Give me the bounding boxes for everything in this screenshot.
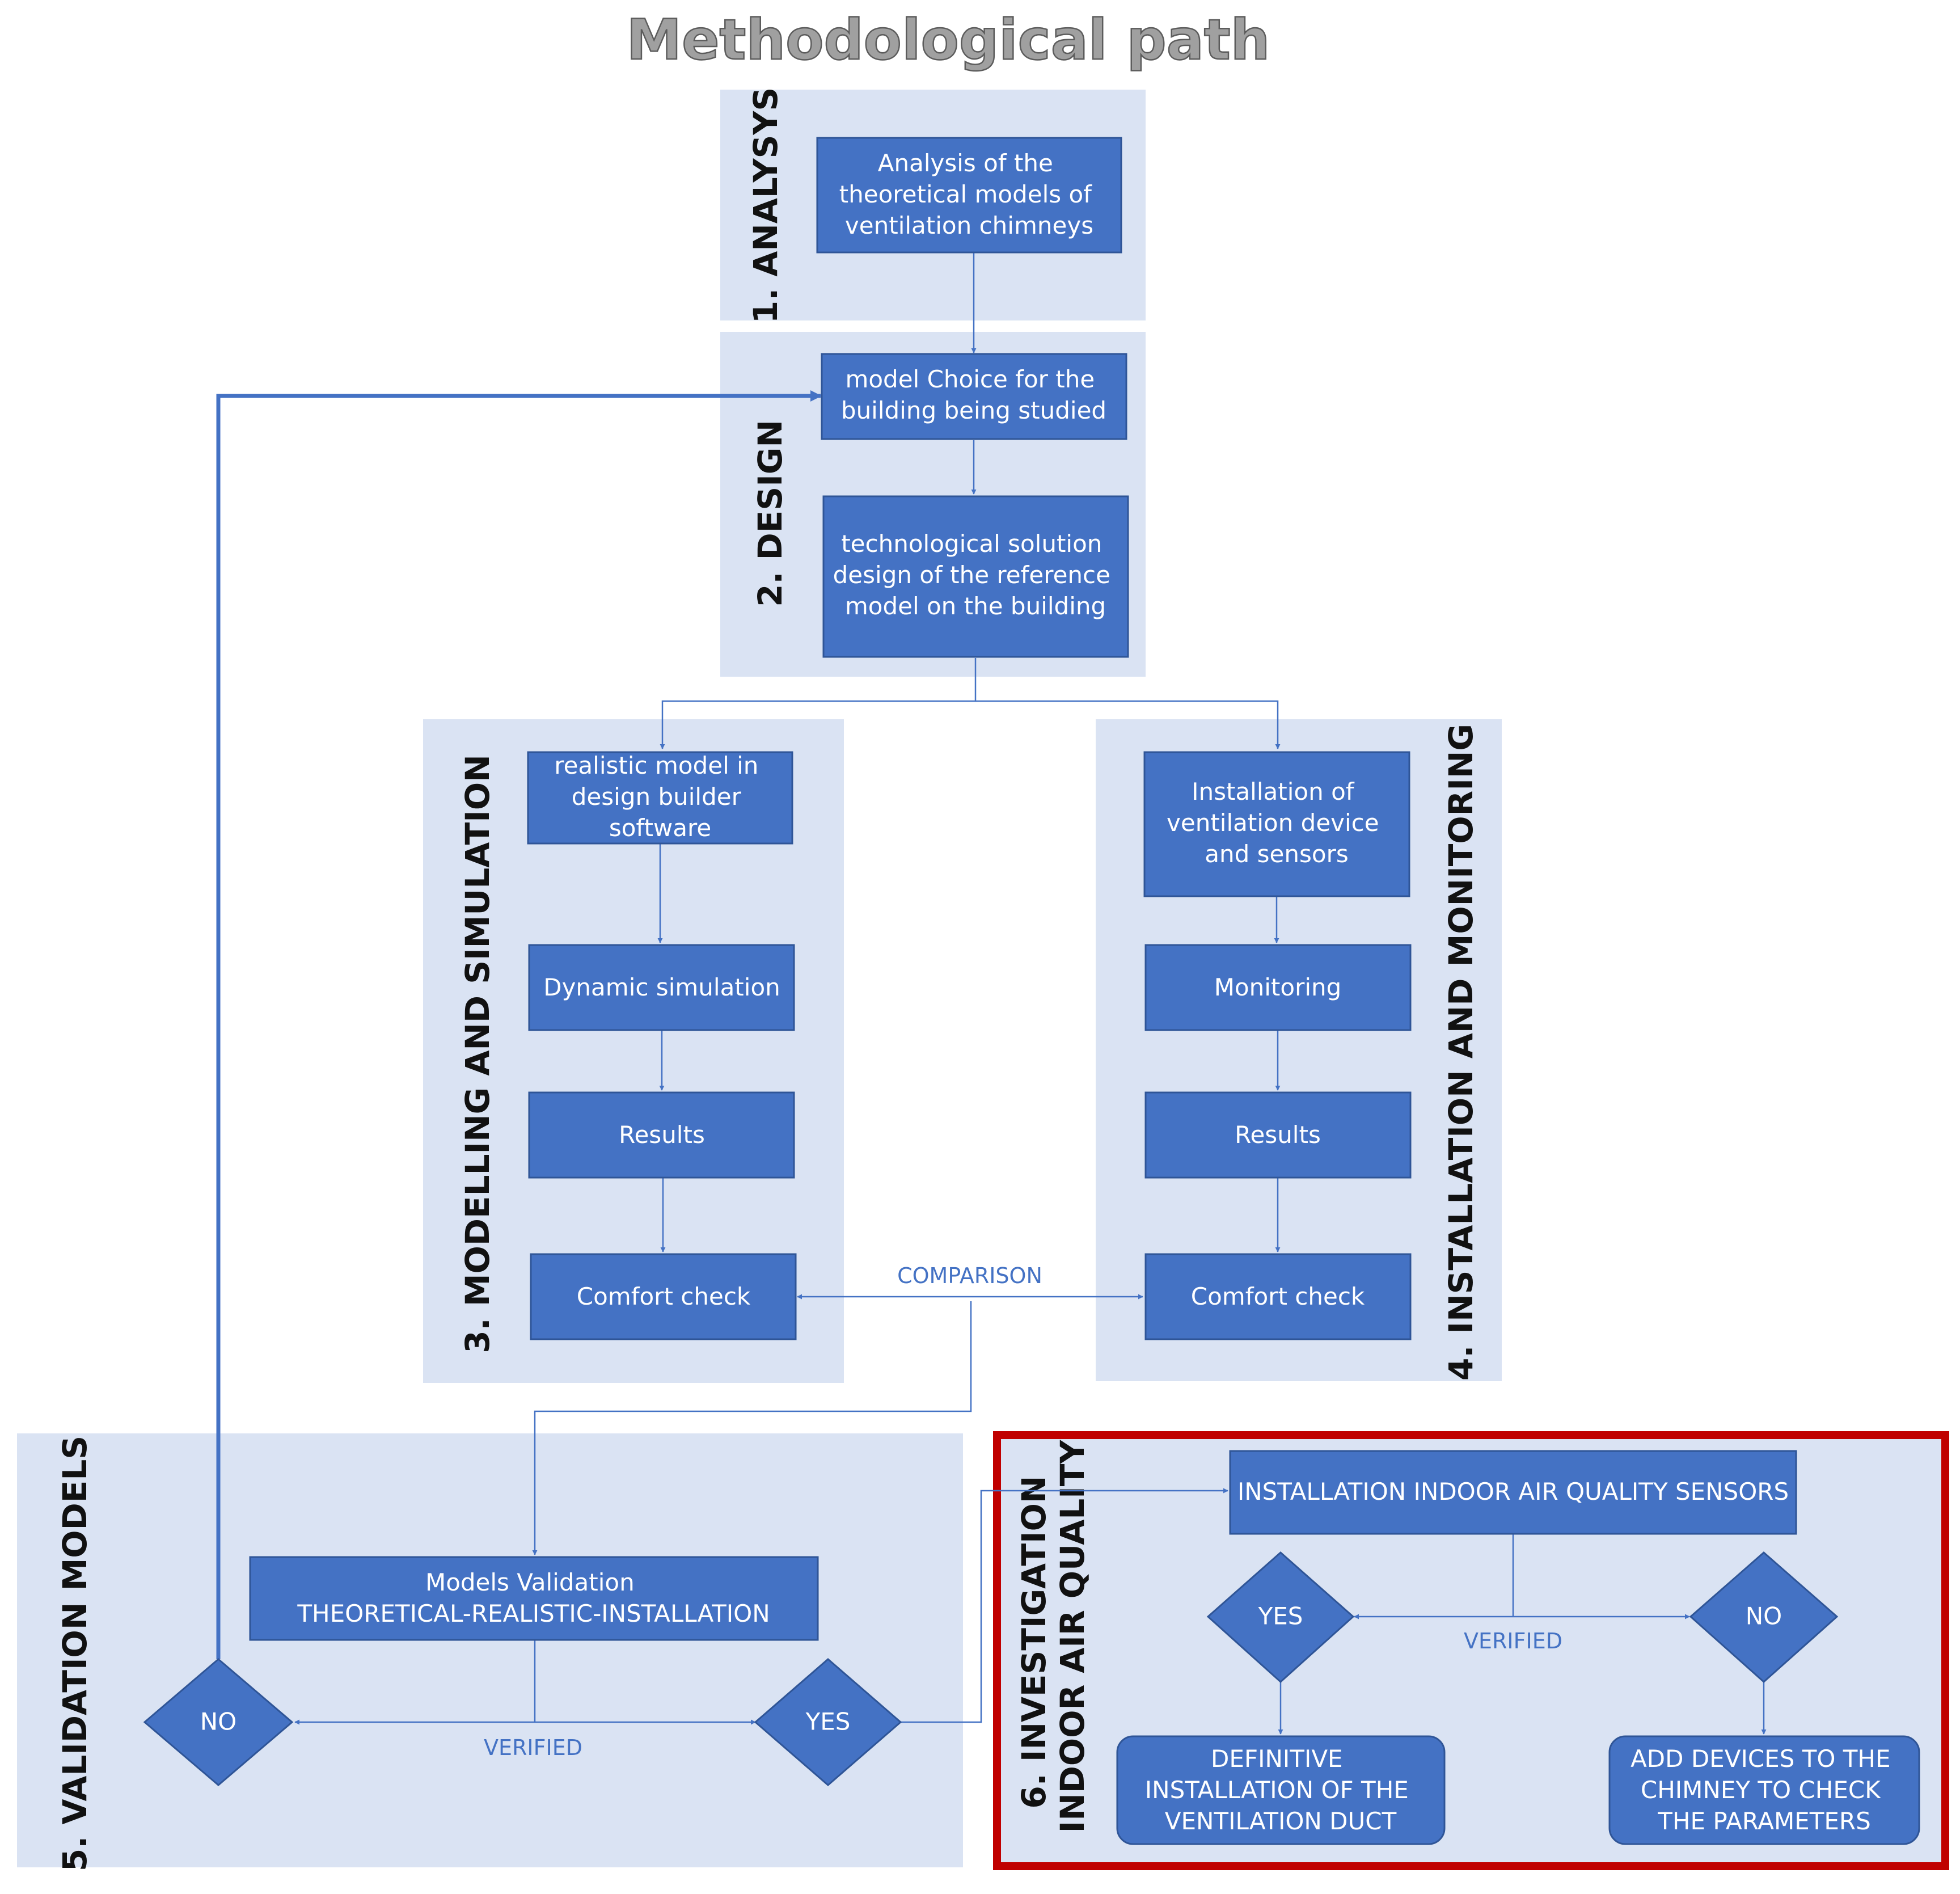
svg-text:NO: NO — [1746, 1602, 1782, 1630]
phase-label-investigation: 6. INVESTIGATION INDOOR AIR QUALITY — [1015, 1440, 1092, 1833]
svg-text:YES: YES — [805, 1708, 851, 1736]
label-comparison: COMPARISON — [897, 1263, 1042, 1288]
svg-text:Analysis of the theoreti: Analysis of the theoretical models of ve… — [839, 149, 1100, 239]
decision-iaq-no: NO — [1689, 1551, 1839, 1684]
box-tech-solution: technological solution design of the ref… — [822, 495, 1129, 658]
box-add-devices: ADD DEVICES TO THE CHIMNEY TO CHECK THE … — [1608, 1735, 1920, 1845]
label-verified-iaq: VERIFIED — [1464, 1629, 1562, 1653]
connectors — [216, 252, 1767, 1735]
svg-text:NO: NO — [200, 1708, 236, 1736]
svg-text:Comfort check: Comfort check — [1191, 1283, 1365, 1310]
box-realistic-model: realistic model in design builder softwa… — [527, 751, 793, 845]
diagram-title: Methodological path — [627, 8, 1270, 73]
decision-iaq-yes: YES — [1206, 1551, 1355, 1684]
svg-text:YES: YES — [1258, 1602, 1303, 1630]
box-comfort-check-monitoring: Comfort check — [1144, 1253, 1412, 1340]
svg-text:technological solution d: technological solution design of the ref… — [833, 530, 1118, 620]
highlight-frame-investigation — [993, 1431, 1949, 1870]
panel-validation — [17, 1433, 963, 1867]
box-monitoring: Monitoring — [1144, 944, 1412, 1031]
box-model-choice: model Choice for the building being stud… — [821, 353, 1127, 440]
phase-label-analysis: 1. ANALYSYS — [746, 87, 785, 323]
box-comfort-check-simulation: Comfort check — [530, 1253, 797, 1340]
decision-validation-no: NO — [143, 1658, 294, 1786]
phase-label-installation: 4. INSTALLATION AND MONITORING — [1442, 724, 1480, 1381]
box-dynamic-simulation: Dynamic simulation — [528, 944, 795, 1031]
svg-text:Comfort check: Comfort check — [577, 1283, 751, 1310]
box-results-monitoring: Results — [1144, 1091, 1412, 1179]
box-install-device: Installation of ventilation device and s… — [1143, 751, 1410, 897]
svg-text:Installation of ventilat: Installation of ventilation device and s… — [1167, 778, 1387, 868]
box-analysis-models: Analysis of the theoretical models of ve… — [816, 137, 1122, 254]
svg-text:DEFINITIVE INSTALLATION: DEFINITIVE INSTALLATION OF THE VENTILATI… — [1145, 1745, 1416, 1835]
label-verified-validation: VERIFIED — [484, 1735, 582, 1760]
svg-text:Results: Results — [619, 1121, 705, 1149]
box-models-validation: Models Validation THEORETICAL-REALISTIC-… — [249, 1556, 819, 1641]
phase-label-modelling: 3. MODELLING AND SIMULATION — [458, 754, 497, 1353]
svg-text:ADD DEVICES TO THE CHIMN: ADD DEVICES TO THE CHIMNEY TO CHECK THE … — [1630, 1745, 1898, 1835]
svg-text:Dynamic simulation: Dynamic simulation — [543, 973, 780, 1001]
phase-label-design: 2. DESIGN — [751, 420, 789, 607]
svg-text:model Choice for the bui: model Choice for the building being stud… — [841, 365, 1106, 424]
box-definitive-installation: DEFINITIVE INSTALLATION OF THE VENTILATI… — [1116, 1735, 1446, 1845]
svg-text:Monitoring: Monitoring — [1214, 973, 1342, 1001]
box-results-simulation: Results — [528, 1091, 795, 1179]
decision-validation-yes: YES — [754, 1658, 902, 1786]
box-iaq-sensors: INSTALLATION INDOOR AIR QUALITY SENSORS — [1229, 1450, 1797, 1535]
svg-text:INSTALLATION INDOOR AIR QUALIT: INSTALLATION INDOOR AIR QUALITY SENSORS — [1237, 1478, 1789, 1505]
svg-text:realistic model in desig: realistic model in design builder softwa… — [554, 752, 766, 842]
phase-label-validation: 5. VALIDATION MODELS — [56, 1436, 94, 1871]
svg-text:Models Validation THEORE: Models Validation THEORETICAL-REALISTIC-… — [297, 1568, 770, 1627]
svg-text:Results: Results — [1235, 1121, 1321, 1149]
